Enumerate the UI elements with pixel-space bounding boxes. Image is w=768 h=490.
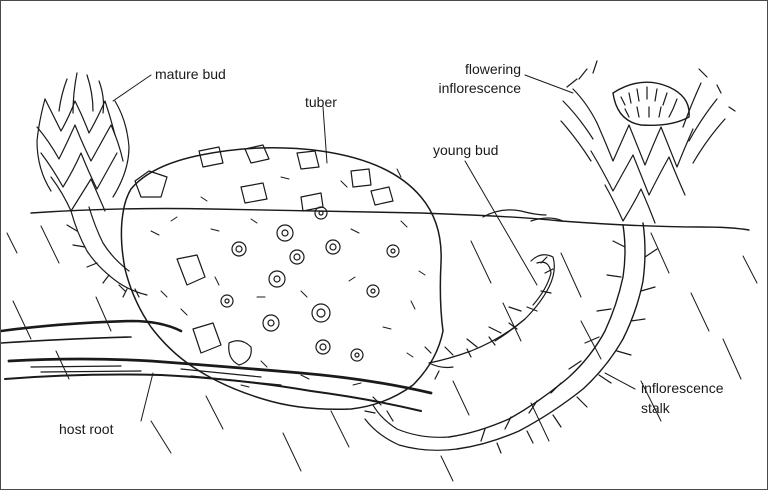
label-host-root: host root [59, 420, 113, 438]
leader-stalk [605, 373, 635, 389]
label-stalk-line1: inflorescence [641, 379, 724, 397]
leader-young-bud [465, 161, 537, 285]
mature-bud [37, 73, 147, 297]
tuber [121, 145, 443, 409]
label-flowering-line2: inflorescence [411, 79, 521, 97]
leader-tuber [323, 107, 327, 163]
leader-lines [113, 75, 635, 421]
leader-host-root [141, 373, 153, 421]
leader-mature-bud [113, 75, 151, 101]
host-root [1, 321, 431, 411]
label-young-bud: young bud [433, 141, 498, 159]
ground-line [31, 209, 749, 231]
label-tuber: tuber [305, 93, 337, 111]
label-flowering-line1: flowering [421, 60, 521, 78]
young-bud [425, 255, 554, 379]
label-mature-bud: mature bud [155, 65, 226, 83]
label-stalk-line2: stalk [641, 399, 670, 417]
leader-flowering [525, 75, 573, 93]
